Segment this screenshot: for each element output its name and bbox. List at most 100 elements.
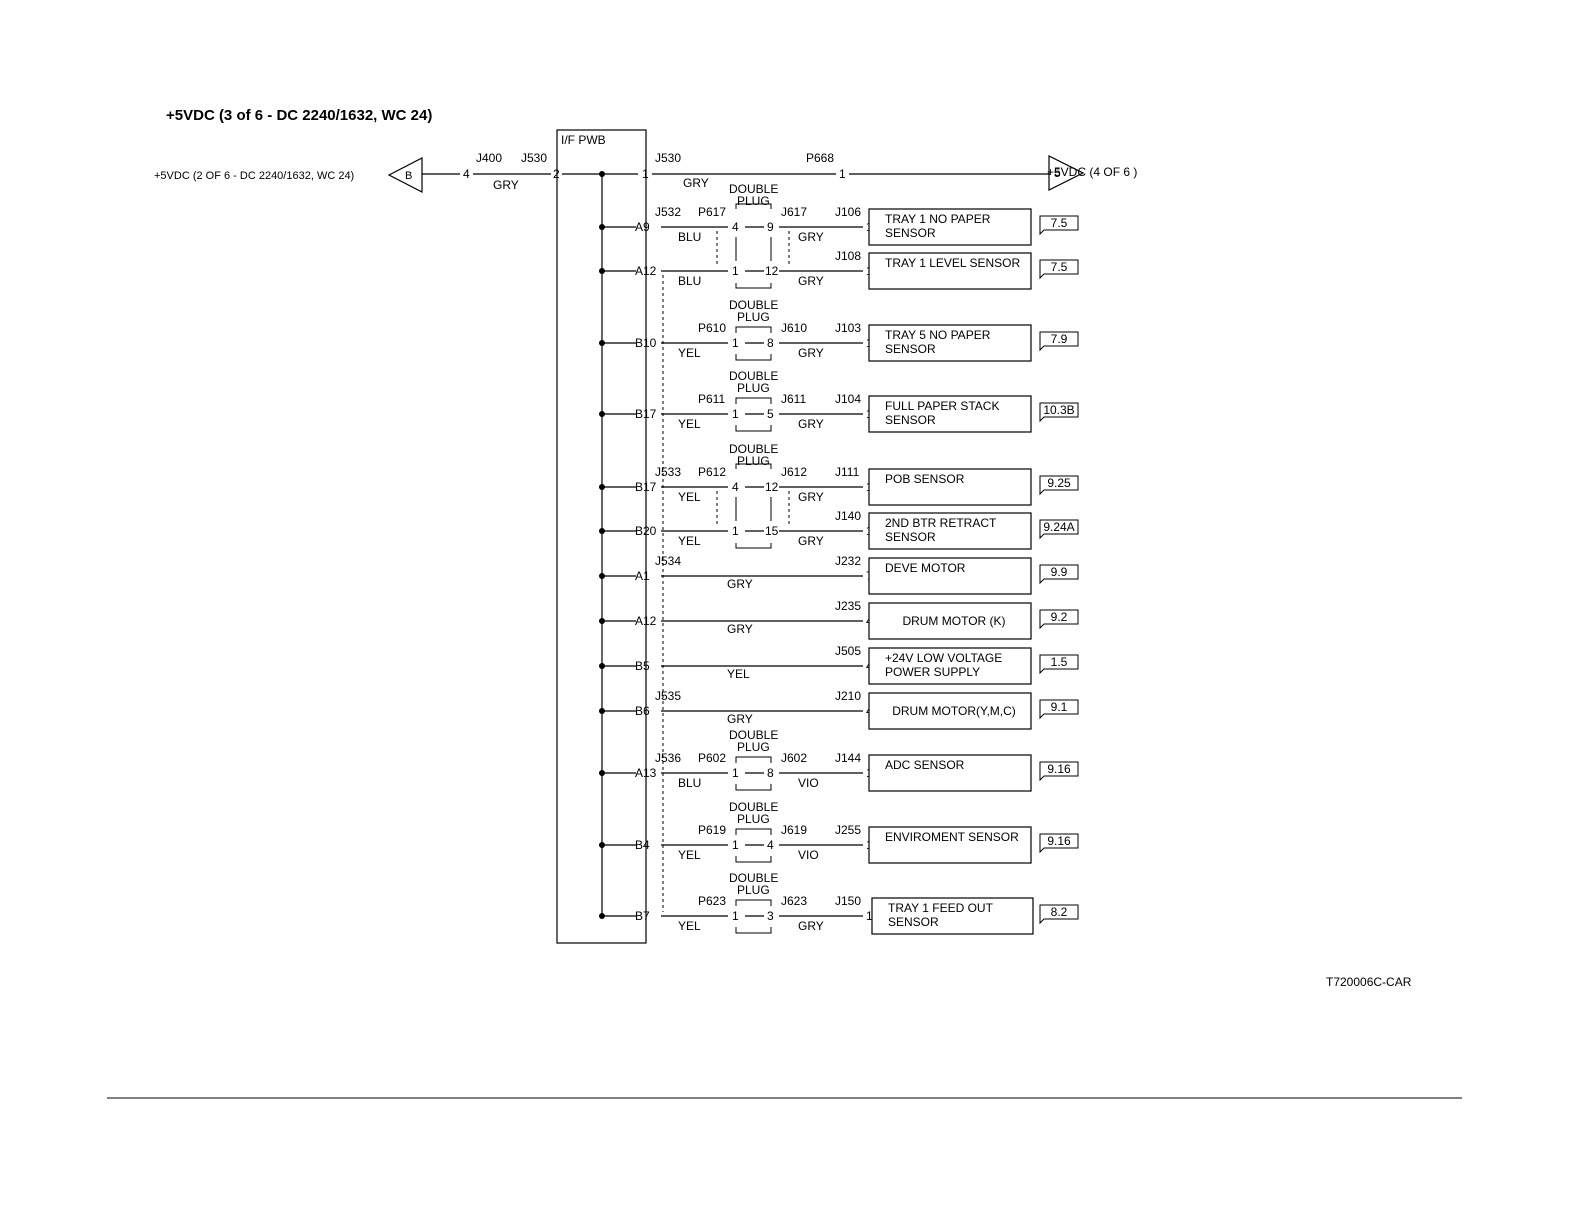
component-box xyxy=(868,324,1032,362)
component-label: POWER SUPPLY xyxy=(885,665,980,679)
component-box xyxy=(871,897,1034,935)
reference-flag: 9.1 xyxy=(1039,699,1079,720)
wire-color-label: YEL xyxy=(678,919,701,933)
wire-color-label: GRY xyxy=(798,274,824,288)
plug-connector-label: P602 xyxy=(698,751,726,765)
input-section: +5VDC (2 OF 6 - DC 2240/1632, WC 24) B 4… xyxy=(154,151,638,193)
wire-color-label: YEL xyxy=(678,534,701,548)
bus-junction xyxy=(599,708,605,714)
reference-flag: 7.5 xyxy=(1039,259,1079,280)
jack-connector-label: J536 xyxy=(655,751,681,765)
plug-pin-label: 1 xyxy=(732,838,739,852)
board-pin-label: B7 xyxy=(635,909,650,923)
output-wire-color: GRY xyxy=(683,176,709,190)
if-pwb-board xyxy=(556,129,647,944)
component-connector-label: J232 xyxy=(835,554,861,568)
plug-jack-connector-label: J602 xyxy=(781,751,807,765)
jack-pin-label: 4 xyxy=(767,838,774,852)
component-connector-label: J111 xyxy=(835,465,860,479)
plug-pin-label: 1 xyxy=(732,909,739,923)
plug-pin-label: 1 xyxy=(732,524,739,538)
bus-junction xyxy=(599,573,605,579)
component-label: ENVIROMENT SENSOR xyxy=(885,830,1019,844)
circuit-row: A12GRYJ2354DRUM MOTOR (K)9.2 xyxy=(599,599,1079,640)
component-box xyxy=(868,754,1032,792)
board-pin-label: A9 xyxy=(635,220,650,234)
component-box xyxy=(868,826,1032,864)
bus-junction xyxy=(599,411,605,417)
output-flag-triangle xyxy=(1048,155,1085,191)
output-p668: P668 xyxy=(806,151,834,165)
reference-number: 9.2 xyxy=(1051,610,1068,624)
board-pin-label: B6 xyxy=(635,704,650,718)
jack-pin-label: 15 xyxy=(765,524,779,538)
reference-flag: 9.25 xyxy=(1039,475,1079,496)
plug-pin-label: 4 xyxy=(732,220,739,234)
plug-connector-label: P617 xyxy=(698,205,726,219)
wire-color-label: GRY xyxy=(727,577,753,591)
bus-junction xyxy=(599,770,605,776)
component-box xyxy=(868,468,1032,506)
board-pin-label: B20 xyxy=(635,524,657,538)
double-plug-label: DOUBLE xyxy=(729,369,778,383)
component-box xyxy=(868,557,1032,595)
reference-flag: 8.2 xyxy=(1039,904,1079,925)
component-connector-label: J106 xyxy=(835,205,861,219)
plug-jack-connector-label: J612 xyxy=(781,465,807,479)
plug-jack-connector-label: J611 xyxy=(781,392,806,406)
input-j400: J400 xyxy=(476,151,502,165)
input-flag-triangle xyxy=(387,157,423,193)
wire-color-label: VIO xyxy=(798,848,819,862)
component-connector-label: J104 xyxy=(835,392,861,406)
double-plug-label: DOUBLE xyxy=(729,442,778,456)
figure-id: T720006C-CAR xyxy=(1326,975,1412,989)
wire-color-label: YEL xyxy=(678,848,701,862)
board-pin-label: A12 xyxy=(635,264,657,278)
reference-number: 8.2 xyxy=(1051,905,1068,919)
bus-junction xyxy=(599,171,605,177)
jack-pin-label: 5 xyxy=(767,407,774,421)
wire-color-label: GRY xyxy=(798,417,824,431)
component-box xyxy=(868,602,1032,640)
reference-flag: 9.16 xyxy=(1039,761,1079,782)
reference-number: 9.16 xyxy=(1047,834,1071,848)
input-j530-pin: 2 xyxy=(553,167,560,181)
plug-jack-connector-label: J610 xyxy=(781,321,807,335)
wire-color-label: GRY xyxy=(798,346,824,360)
double-plug-label: DOUBLE xyxy=(729,182,778,196)
component-label: +24V LOW VOLTAGE xyxy=(885,651,1002,665)
input-j400-pin: 4 xyxy=(463,167,470,181)
reference-flag: 9.2 xyxy=(1039,609,1079,630)
plug-jack-connector-label: J619 xyxy=(781,823,807,837)
plug-pin-label: 1 xyxy=(732,407,739,421)
wire-color-label: GRY xyxy=(798,490,824,504)
bus-junction xyxy=(599,484,605,490)
input-ref-text: +5VDC (2 OF 6 - DC 2240/1632, WC 24) xyxy=(154,170,354,182)
circuit-row: B6J535GRYJ2104DRUM MOTOR(Y,M,C)9.1 xyxy=(599,689,1079,730)
output-ref-text: +5VDC (4 OF 6 ) xyxy=(1047,165,1137,179)
reference-number: 7.5 xyxy=(1051,260,1068,274)
double-plug-label: PLUG xyxy=(737,740,770,754)
jack-pin-label: 12 xyxy=(765,480,779,494)
component-box xyxy=(868,512,1032,550)
wire-color-label: YEL xyxy=(727,667,750,681)
wire-color-label: BLU xyxy=(678,230,701,244)
wire-color-label: VIO xyxy=(798,776,819,790)
plug-connector-label: P619 xyxy=(698,823,726,837)
bus-junction xyxy=(599,528,605,534)
plug-jack-connector-label: J623 xyxy=(781,894,807,908)
reference-flag: 7.5 xyxy=(1039,215,1079,236)
circuit-row: B4YEL14VIOP619J619J2551ENVIROMENT SENSOR… xyxy=(599,823,1079,864)
double-plug-label: PLUG xyxy=(737,812,770,826)
bus-junction xyxy=(599,842,605,848)
double-plug-label: PLUG xyxy=(737,194,770,208)
component-label: TRAY 1 LEVEL SENSOR xyxy=(885,256,1020,270)
component-label: TRAY 1 FEED OUT xyxy=(888,901,994,915)
jack-pin-label: 3 xyxy=(767,909,774,923)
component-connector-label: J144 xyxy=(835,751,861,765)
plug-pin-label: 1 xyxy=(732,336,739,350)
